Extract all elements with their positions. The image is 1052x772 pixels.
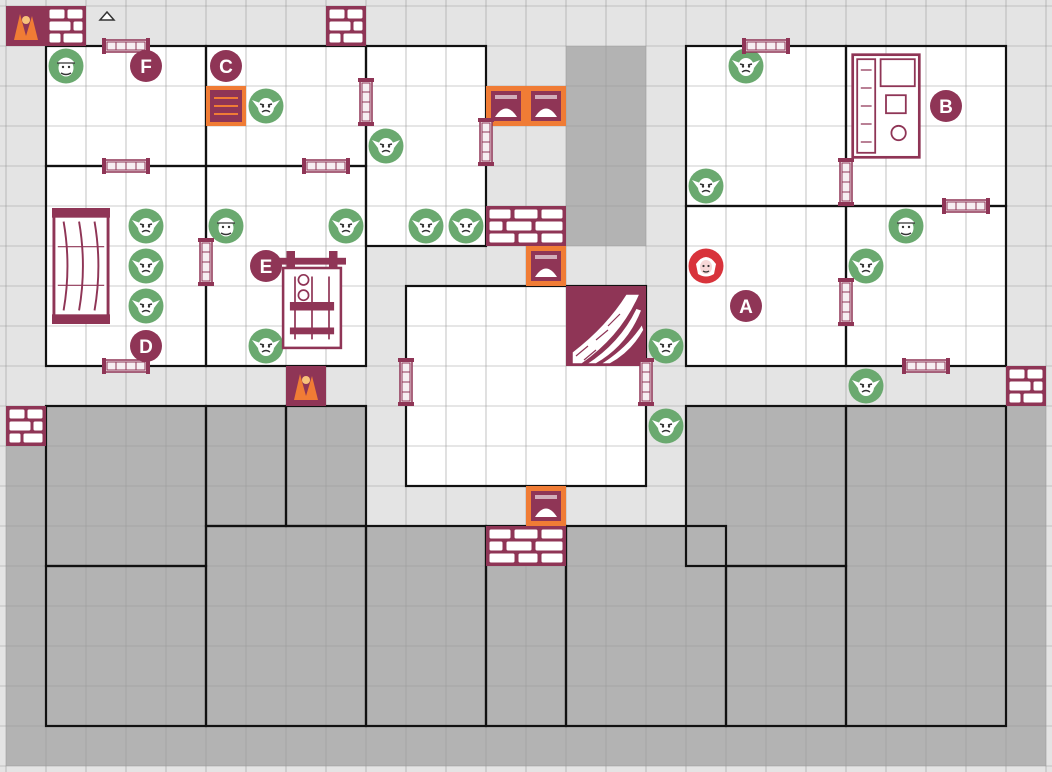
- pit-trap-icon[interactable]: [526, 486, 566, 526]
- pit-trap-icon[interactable]: [526, 86, 566, 126]
- door-icon[interactable]: [742, 38, 790, 54]
- room-label-text: F: [140, 57, 152, 78]
- rubble-block-icon: [326, 6, 366, 46]
- door-icon[interactable]: [302, 158, 350, 174]
- room-label-e: E: [250, 250, 282, 282]
- orc-icon[interactable]: [48, 48, 84, 84]
- door-icon[interactable]: [942, 198, 990, 214]
- goblin-icon[interactable]: [328, 208, 364, 244]
- room-label-text: C: [219, 57, 233, 78]
- rubble-block-icon: [46, 6, 86, 46]
- start-arrow-icon: [98, 10, 116, 21]
- room-label-d: D: [130, 330, 162, 362]
- rubble-block-icon: [486, 526, 566, 566]
- room-label-text: B: [939, 97, 953, 118]
- pit-trap-icon[interactable]: [206, 86, 246, 126]
- goblin-icon[interactable]: [408, 208, 444, 244]
- goblin-icon[interactable]: [248, 328, 284, 364]
- room-label-c: C: [210, 50, 242, 82]
- door-icon[interactable]: [478, 118, 494, 166]
- door-icon[interactable]: [358, 78, 374, 126]
- rubble-block-icon: [486, 206, 566, 246]
- rubble-block-icon: [6, 406, 46, 446]
- room-label-b: B: [930, 90, 962, 122]
- rubble-block-icon: [1006, 366, 1046, 406]
- blocked-area: [366, 526, 486, 726]
- goblin-icon[interactable]: [848, 368, 884, 404]
- weapon-trap-icon: [6, 6, 46, 46]
- goblin-icon[interactable]: [368, 128, 404, 164]
- room-label-text: D: [139, 337, 153, 358]
- room-label-f: F: [130, 50, 162, 82]
- door-icon[interactable]: [398, 358, 414, 406]
- room-label-a: A: [730, 290, 762, 322]
- door-icon[interactable]: [838, 158, 854, 206]
- goblin-icon[interactable]: [128, 208, 164, 244]
- door-icon[interactable]: [198, 238, 214, 286]
- orc-icon[interactable]: [888, 208, 924, 244]
- goblin-icon[interactable]: [128, 248, 164, 284]
- room-label-text: A: [739, 297, 753, 318]
- hero-icon[interactable]: [688, 248, 724, 284]
- table-icon: [851, 53, 921, 159]
- goblin-icon[interactable]: [448, 208, 484, 244]
- room-label-text: E: [260, 257, 273, 278]
- goblin-icon[interactable]: [688, 168, 724, 204]
- wall: [684, 404, 848, 568]
- stairs-icon: [566, 286, 646, 366]
- blocked-area: [1006, 406, 1046, 766]
- blocked-area: [6, 406, 46, 766]
- goblin-icon[interactable]: [248, 88, 284, 124]
- door-icon[interactable]: [102, 158, 150, 174]
- goblin-icon[interactable]: [128, 288, 164, 324]
- bookcase-icon: [52, 206, 110, 326]
- pit-trap-icon[interactable]: [526, 246, 566, 286]
- door-icon[interactable]: [838, 278, 854, 326]
- door-icon[interactable]: [902, 358, 950, 374]
- goblin-icon[interactable]: [648, 408, 684, 444]
- weapon-trap-icon: [286, 366, 326, 406]
- door-icon[interactable]: [638, 358, 654, 406]
- blocked-area: [566, 526, 686, 726]
